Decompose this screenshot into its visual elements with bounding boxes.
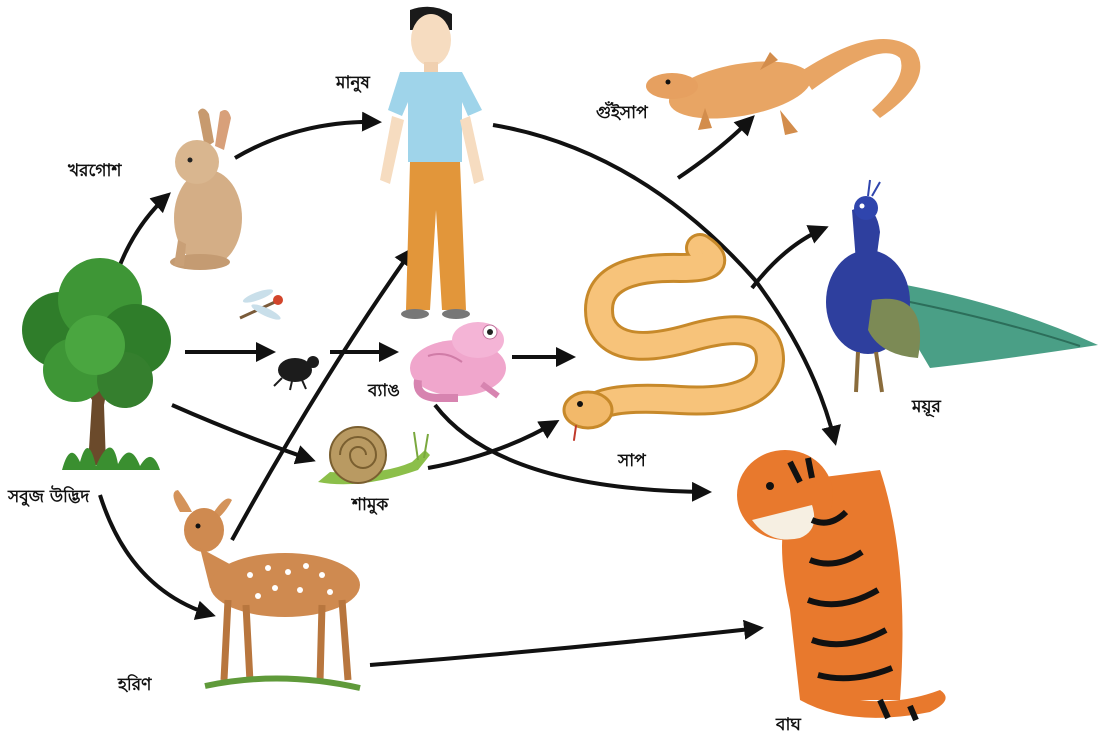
rabbit-icon — [170, 108, 242, 270]
insect-icon — [274, 356, 319, 390]
dragonfly-icon — [240, 287, 283, 323]
label-tiger: বাঘ — [776, 712, 801, 740]
arrow-plant-to-rabbit — [118, 195, 168, 270]
arrow-snake-to-peacock — [752, 228, 825, 288]
monitor-lizard-icon — [646, 39, 920, 135]
plant-icon — [22, 258, 171, 470]
tiger-icon — [737, 450, 946, 720]
peacock-icon — [826, 180, 1098, 392]
label-monitor-lizard: গুঁইসাপ — [596, 100, 648, 128]
label-frog: ব্যাঙ — [368, 378, 400, 406]
label-plant: সবুজ উদ্ভিদ — [8, 484, 89, 512]
label-rabbit: খরগোশ — [68, 158, 121, 186]
frog-icon — [410, 322, 506, 398]
snake-icon — [564, 248, 770, 440]
arrow-rabbit-to-human — [235, 122, 378, 158]
label-snail: শামুক — [352, 492, 388, 520]
label-snake: সাপ — [618, 448, 646, 476]
label-human: মানুষ — [336, 70, 370, 98]
arrow-snail-to-snake — [428, 422, 556, 468]
deer-icon — [173, 490, 360, 688]
arrow-plant-to-snail — [172, 405, 312, 460]
arrow-snake-to-lizard — [678, 118, 752, 178]
arrow-deer-to-tiger — [370, 628, 760, 665]
label-peacock: ময়ূর — [912, 394, 941, 422]
snail-icon — [318, 427, 430, 484]
label-deer: হরিণ — [118, 672, 151, 700]
